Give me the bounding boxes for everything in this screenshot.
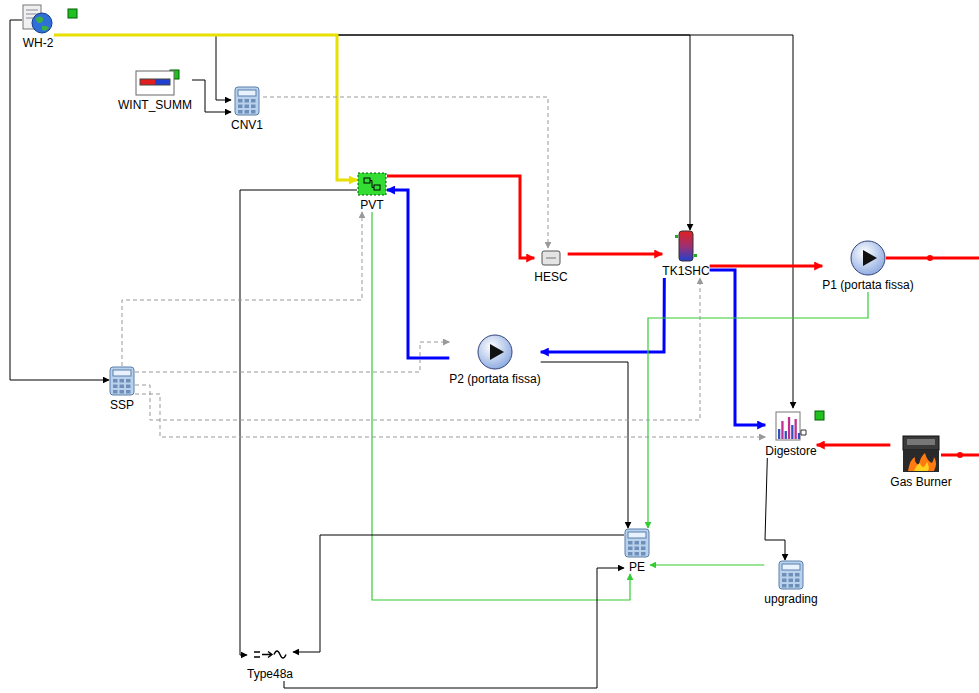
- component-label: WH-2: [22, 36, 54, 50]
- connector: [710, 270, 766, 425]
- connector: [135, 342, 449, 372]
- gas-burner: Gas Burner: [890, 435, 951, 489]
- connector: [240, 190, 357, 655]
- component-label: WINT_SUMM: [118, 98, 192, 112]
- connector: [817, 444, 891, 447]
- switch-icon-icon: [135, 70, 175, 96]
- pump-icon: [850, 240, 886, 276]
- connector: [648, 292, 868, 528]
- pump: P2 (portata fissa): [449, 334, 540, 386]
- calculator: upgrading: [764, 560, 817, 606]
- component-label: Digestore: [765, 444, 816, 458]
- connector: [54, 35, 231, 100]
- connector: [54, 35, 357, 180]
- digester-icon: [774, 408, 808, 442]
- storage-tank-icon: [674, 230, 698, 262]
- gas-burner-icon: [902, 435, 940, 473]
- calculator-icon: [778, 560, 804, 590]
- inverter-icon: [253, 645, 287, 665]
- connector: [568, 253, 663, 256]
- component-label: SSP: [109, 398, 135, 412]
- connector: [135, 394, 765, 437]
- calculator-icon: [109, 366, 135, 396]
- component-label: P2 (portata fissa): [449, 372, 540, 386]
- heat-exchanger: HESC: [534, 248, 567, 284]
- component-label: Type48a: [247, 667, 293, 681]
- connector: [541, 278, 665, 352]
- calculator-icon: [234, 86, 260, 116]
- output-flag: [815, 411, 824, 420]
- component-label: P1 (portata fissa): [822, 278, 913, 292]
- weather-reader: WH-2: [22, 4, 54, 50]
- connector: [387, 190, 449, 358]
- component-label: Gas Burner: [890, 475, 951, 489]
- pvt-collector: PVT: [357, 172, 387, 212]
- connector: [541, 362, 628, 528]
- calculator: SSP: [109, 366, 135, 412]
- calculator-icon: [624, 528, 650, 558]
- connector: [54, 35, 690, 230]
- connector: [765, 458, 785, 560]
- flow-dot: [927, 255, 933, 261]
- connector: [263, 97, 548, 248]
- connector: [10, 20, 109, 380]
- connector: [650, 564, 764, 565]
- component-label: upgrading: [764, 592, 817, 606]
- connector: [192, 80, 231, 112]
- component-label: HESC: [534, 270, 567, 284]
- connector: [293, 535, 624, 652]
- pvt-collector-icon: [357, 172, 387, 196]
- connector: [372, 212, 630, 600]
- calculator: PE: [624, 528, 650, 574]
- connector: [710, 265, 823, 268]
- connector: [54, 35, 793, 408]
- component-label: PVT: [357, 198, 387, 212]
- component-label: PE: [624, 560, 650, 574]
- connector: [135, 278, 700, 420]
- connector: [284, 568, 624, 688]
- calculator: CNV1: [231, 86, 263, 132]
- connector: [122, 212, 362, 366]
- pump: P1 (portata fissa): [822, 240, 913, 292]
- output-flag: [68, 9, 77, 18]
- weather-reader-icon: [22, 4, 54, 34]
- component-label: TK1SHC: [662, 264, 709, 278]
- switch-icon: WINT_SUMM: [118, 70, 192, 112]
- inverter: Type48a: [247, 645, 293, 681]
- heat-exchanger-icon: [540, 248, 562, 268]
- storage-tank: TK1SHC: [662, 230, 709, 278]
- flow-dot: [957, 452, 963, 458]
- component-label: CNV1: [231, 118, 263, 132]
- pump-icon: [477, 334, 513, 370]
- digester: Digestore: [765, 408, 816, 458]
